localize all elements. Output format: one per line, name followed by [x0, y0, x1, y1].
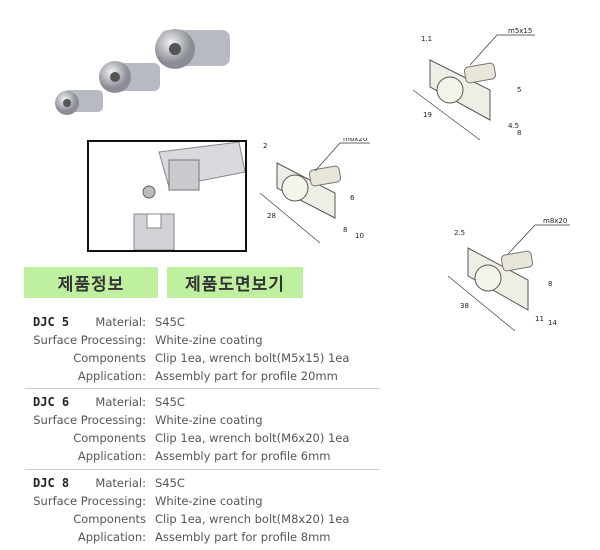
tab-product-info[interactable]: 제품정보 [24, 267, 158, 298]
svg-text:m5x15: m5x15 [508, 27, 532, 35]
model-name: DJC 5 [33, 315, 70, 329]
spec-block-djc8: DJC 8 Material: S45C Surface Processing: Wh… [0, 474, 380, 546]
svg-text:6: 6 [350, 194, 355, 202]
surface-label: Surface Processing: [33, 413, 146, 427]
surface-label: Surface Processing: [33, 333, 146, 347]
application-value: Assembly part for profile 8mm [155, 530, 331, 544]
svg-text:2: 2 [263, 142, 267, 150]
divider [25, 469, 380, 470]
clip-large [155, 29, 230, 69]
tab-product-drawing[interactable]: 제품도면보기 [167, 267, 303, 298]
model-name: DJC 8 [33, 476, 70, 490]
clip-medium [99, 61, 160, 93]
material-label: Material: [95, 315, 146, 329]
application-value: Assembly part for profile 6mm [155, 449, 331, 463]
product-photo [55, 29, 230, 115]
drawing-djc8: m8x20 2.5 38 8 11 14 [447, 218, 570, 332]
material-value: S45C [155, 395, 185, 409]
svg-text:8: 8 [343, 226, 347, 234]
svg-text:10: 10 [355, 232, 364, 240]
svg-text:11: 11 [535, 315, 544, 323]
svg-text:m8x20: m8x20 [543, 218, 567, 225]
spec-block-djc5: DJC 5 Material: S45C Surface Processing: Wh… [0, 313, 380, 385]
clip-small [55, 90, 103, 115]
components-value: Clip 1ea, wrench bolt(M6x20) 1ea [155, 431, 350, 445]
components-label: Components [73, 351, 146, 365]
surface-value: White-zine coating [155, 333, 263, 347]
material-label: Material: [95, 476, 146, 490]
application-value: Assembly part for profile 20mm [155, 369, 338, 383]
svg-text:5: 5 [517, 86, 521, 94]
application-label: Application: [77, 449, 146, 463]
drawing-djc6: m6x20 2 28 6 8 10 [259, 138, 370, 244]
svg-text:28: 28 [267, 212, 276, 220]
spec-block-djc6: DJC 6 Material: S45C Surface Processing: Wh… [0, 393, 380, 465]
svg-text:4.5: 4.5 [508, 122, 519, 130]
svg-text:14: 14 [548, 319, 557, 327]
surface-label: Surface Processing: [33, 494, 146, 508]
svg-text:38: 38 [460, 302, 469, 310]
drawing-djc5: m5x15 1.1 19 5 4.5 8 [412, 27, 535, 141]
model-name: DJC 6 [33, 395, 70, 409]
svg-text:1.1: 1.1 [421, 35, 432, 43]
svg-text:8: 8 [548, 280, 552, 288]
application-label: Application: [77, 369, 146, 383]
svg-text:2.5: 2.5 [454, 229, 465, 237]
components-value: Clip 1ea, wrench bolt(M5x15) 1ea [155, 351, 350, 365]
svg-text:19: 19 [423, 111, 432, 119]
material-value: S45C [155, 315, 185, 329]
tab-product-drawing-label: 제품도면보기 [185, 275, 285, 295]
surface-value: White-zine coating [155, 413, 263, 427]
divider [25, 388, 380, 389]
components-label: Components [73, 431, 146, 445]
surface-value: White-zine coating [155, 494, 263, 508]
material-value: S45C [155, 476, 185, 490]
svg-text:8: 8 [517, 129, 521, 137]
assembly-image [87, 140, 247, 252]
svg-text:m6x20: m6x20 [343, 138, 367, 143]
application-label: Application: [77, 530, 146, 544]
components-value: Clip 1ea, wrench bolt(M8x20) 1ea [155, 512, 350, 526]
components-label: Components [73, 512, 146, 526]
material-label: Material: [95, 395, 146, 409]
tab-product-info-label: 제품정보 [57, 275, 125, 295]
